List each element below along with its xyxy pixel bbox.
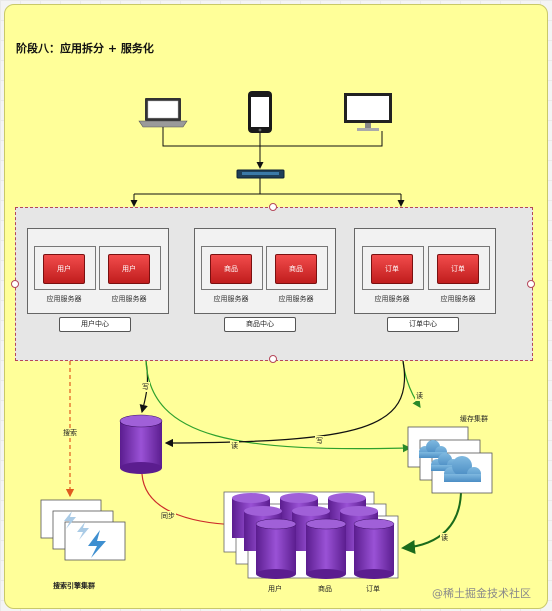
resize-handle-top[interactable] — [269, 203, 277, 211]
database-label: 用户 — [268, 585, 282, 593]
laptop-icon — [138, 98, 188, 128]
edge-label-read: 读 — [415, 391, 424, 401]
edge-label-write: 写 — [315, 436, 324, 446]
database-label: 订单 — [366, 585, 380, 593]
app-server[interactable]: 商品 — [201, 246, 263, 290]
search-cluster-label: 搜索引擎集群 — [53, 582, 95, 590]
resize-handle-left[interactable] — [11, 280, 19, 288]
database-label: 商品 — [318, 585, 332, 593]
service-button[interactable]: 商品 — [210, 254, 252, 284]
app-server-label: 应用服务器 — [46, 295, 82, 303]
app-server-label: 应用服务器 — [440, 295, 476, 303]
edge-label-search: 搜索 — [62, 428, 78, 438]
smartphone-icon — [248, 91, 272, 133]
diagram-title: 阶段八：应用拆分 + 服务化 — [16, 42, 154, 55]
app-server[interactable]: 用户 — [99, 246, 161, 290]
app-server[interactable]: 订单 — [428, 246, 490, 290]
service-button[interactable]: 订单 — [437, 254, 479, 284]
app-server[interactable]: 订单 — [362, 246, 424, 290]
resize-handle-bottom[interactable] — [269, 355, 277, 363]
center-label: 订单中心 — [387, 317, 459, 332]
edge-label-read: 读 — [440, 533, 449, 543]
center-label: 用户中心 — [59, 317, 131, 332]
resize-handle-right[interactable] — [527, 280, 535, 288]
database-cluster-icon — [223, 491, 399, 579]
database-icon — [119, 414, 163, 474]
service-button[interactable]: 用户 — [43, 254, 85, 284]
edge-label-sync: 同步 — [160, 511, 176, 521]
cache-server-icon — [407, 426, 493, 494]
center-label: 商品中心 — [224, 317, 296, 332]
cache-cluster-label: 缓存集群 — [460, 415, 488, 423]
app-server-label: 应用服务器 — [374, 295, 410, 303]
watermark: @稀土掘金技术社区 — [432, 587, 531, 600]
edge-label-read: 读 — [230, 441, 239, 451]
app-server-label: 应用服务器 — [111, 295, 147, 303]
app-server[interactable]: 用户 — [34, 246, 96, 290]
network-switch-icon — [236, 169, 285, 179]
app-server[interactable]: 商品 — [266, 246, 328, 290]
app-server-label: 应用服务器 — [278, 295, 314, 303]
service-button[interactable]: 用户 — [108, 254, 150, 284]
service-button[interactable]: 订单 — [371, 254, 413, 284]
service-button[interactable]: 商品 — [275, 254, 317, 284]
edge-label-write: 写 — [141, 382, 150, 392]
search-engine-icon — [40, 499, 126, 561]
monitor-icon — [344, 93, 392, 131]
app-server-label: 应用服务器 — [213, 295, 249, 303]
